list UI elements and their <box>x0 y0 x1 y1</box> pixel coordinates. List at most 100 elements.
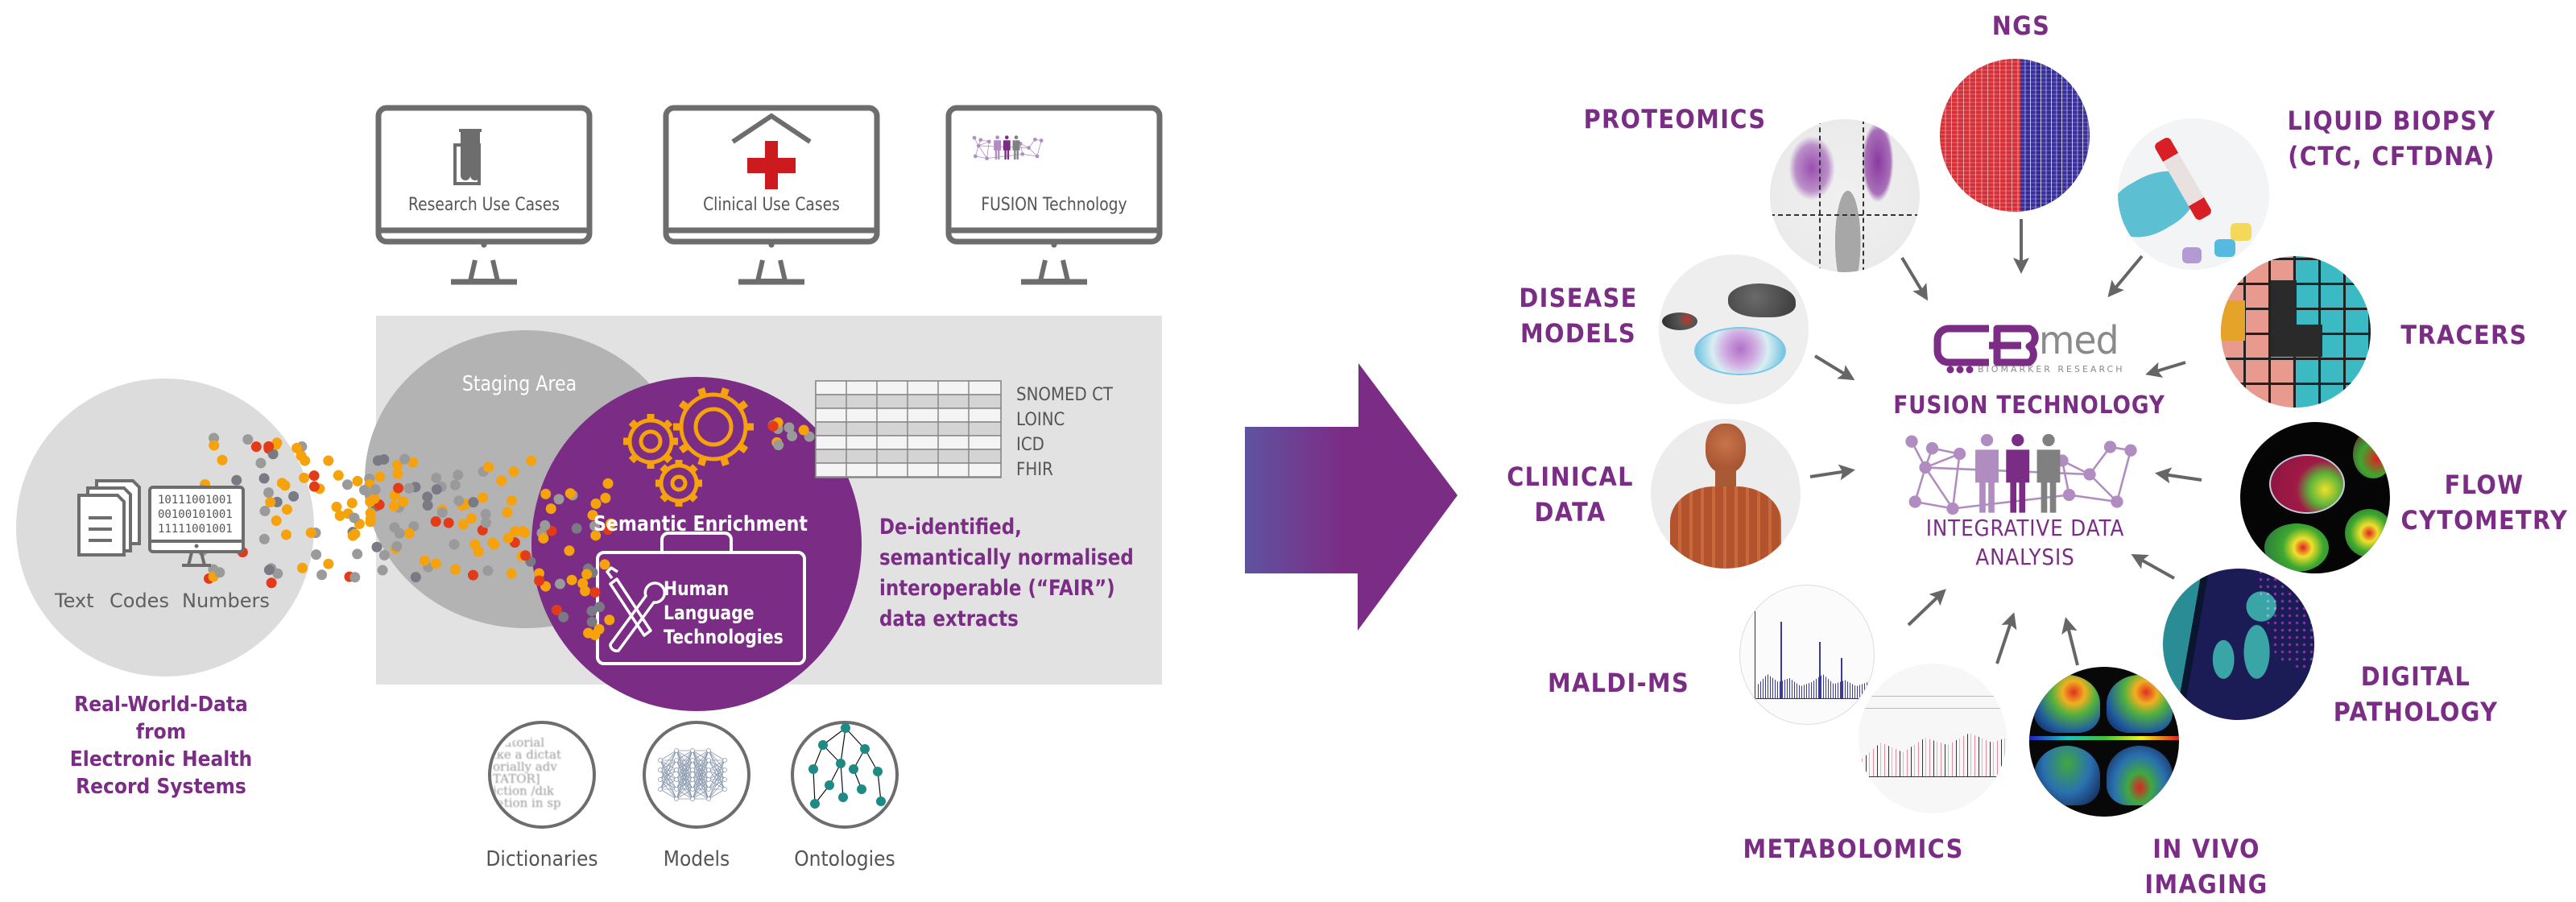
data-particle <box>209 432 220 444</box>
flow-arrow <box>1907 589 1946 627</box>
flow-arrow <box>2107 254 2144 298</box>
data-particle <box>323 455 334 466</box>
data-particle <box>586 606 597 617</box>
data-particle <box>506 568 517 579</box>
hospital-cross-icon <box>731 113 812 189</box>
documents-icon <box>77 479 141 557</box>
monitor-label-clinical: Clinical Use Cases <box>703 195 840 215</box>
data-particle <box>449 539 460 550</box>
data-particle <box>377 565 388 576</box>
data-particle <box>258 473 270 484</box>
data-particle <box>292 442 303 453</box>
flow-arrow <box>2061 617 2079 666</box>
data-particle <box>581 569 593 580</box>
label-proteomics: PROTEOMICS <box>1583 104 1767 134</box>
data-particle <box>593 623 605 635</box>
data-particle <box>308 481 320 492</box>
tracers-image <box>2221 256 2371 408</box>
data-particle <box>798 424 809 436</box>
flow-arrow <box>2155 467 2202 484</box>
tool-label-models: Models <box>663 847 730 871</box>
data-particle <box>487 537 498 548</box>
data-particle <box>346 498 358 509</box>
data-particle <box>255 457 267 469</box>
data-particle <box>599 559 610 570</box>
data-particle <box>571 523 582 534</box>
term-loinc: LOINC <box>1016 410 1065 430</box>
data-particle <box>407 457 419 468</box>
data-particle <box>389 522 400 533</box>
data-particle <box>540 519 551 531</box>
clinical-data-image <box>1651 419 1801 569</box>
data-particle <box>431 484 442 495</box>
data-particle <box>333 470 344 481</box>
data-particle <box>773 440 784 451</box>
source-label-numbers: Numbers <box>182 590 270 612</box>
monitor-power-dot <box>194 544 199 548</box>
data-particle <box>266 577 277 589</box>
data-particle <box>217 454 228 465</box>
data-particle <box>276 478 287 489</box>
label-ngs: NGS <box>1991 10 2051 41</box>
proteomics-image <box>1770 119 1920 272</box>
terminology-list: SNOMED CT LOINC ICD FHIR <box>1016 383 1113 482</box>
data-particle <box>538 532 549 544</box>
data-particle <box>502 532 514 544</box>
computer-binary-icon <box>148 486 245 567</box>
data-particle <box>545 503 556 515</box>
data-particle <box>403 528 415 539</box>
flow-arrow <box>1900 256 1929 301</box>
data-particle <box>604 614 615 626</box>
fair-extracts-label: De-identified, semantically normalised i… <box>879 515 1134 631</box>
data-particle <box>534 575 545 586</box>
term-fhir: FHIR <box>1016 460 1053 480</box>
data-particle <box>589 520 601 532</box>
data-particle <box>311 549 322 561</box>
data-particle <box>468 569 479 581</box>
data-particle <box>787 430 798 441</box>
data-particle <box>288 490 300 502</box>
data-particle <box>300 455 311 466</box>
data-particle <box>602 478 614 489</box>
data-particle <box>553 494 564 505</box>
data-particle <box>334 510 345 521</box>
logo-dots-icon <box>1946 366 1974 374</box>
data-particle <box>468 497 479 508</box>
ngs-heatmap-image <box>1940 59 2090 212</box>
data-particle <box>263 441 275 452</box>
data-particle <box>482 565 494 577</box>
data-particle <box>393 482 404 494</box>
data-particle <box>506 495 517 507</box>
data-particle <box>214 567 225 578</box>
data-particle <box>422 491 433 503</box>
data-particle <box>422 500 433 511</box>
data-particle <box>430 558 441 569</box>
neural-network-icon <box>658 748 727 801</box>
data-particle <box>586 616 597 627</box>
maldi-ms-image <box>1739 585 1875 725</box>
data-particle <box>410 572 421 583</box>
hlt-label: Human Language Technologies <box>664 577 784 648</box>
data-particle <box>272 568 283 579</box>
data-particle <box>540 488 552 499</box>
data-particle <box>231 474 242 486</box>
data-particle <box>564 488 576 499</box>
data-particle <box>388 501 399 512</box>
term-snomed: SNOMED CT <box>1016 385 1114 405</box>
label-tracers: TRACERS <box>2400 320 2528 350</box>
data-particle <box>299 472 310 483</box>
data-particle <box>453 470 464 481</box>
data-particle <box>258 533 270 544</box>
label-in-vivo-imaging: IN VIVO IMAGING <box>2144 834 2268 900</box>
monitor-fusion <box>945 105 1163 285</box>
data-particle <box>566 574 577 585</box>
data-particle <box>590 498 602 509</box>
data-particle <box>250 441 262 453</box>
data-particle <box>392 460 403 471</box>
flow-cytometry-image <box>2240 422 2390 573</box>
data-particle <box>589 587 601 598</box>
data-particle <box>358 485 370 496</box>
flow-arrow <box>1813 354 1855 381</box>
